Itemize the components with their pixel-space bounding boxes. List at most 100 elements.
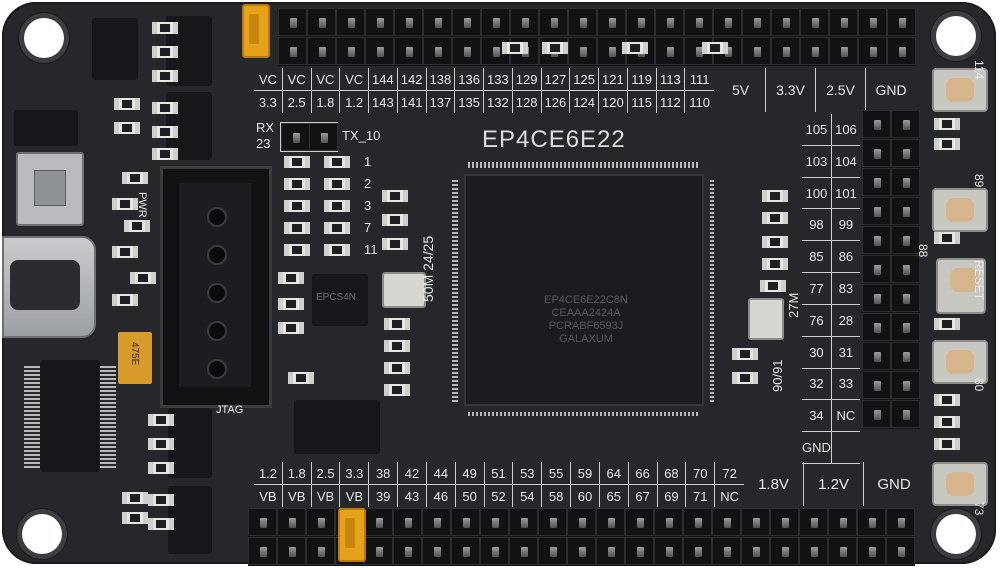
header-pin[interactable]: [858, 8, 887, 36]
header-pin[interactable]: [862, 255, 891, 283]
header-pin[interactable]: [568, 8, 597, 36]
header-pin[interactable]: [248, 508, 277, 536]
header-pin[interactable]: [741, 537, 770, 565]
header-pin[interactable]: [654, 537, 683, 565]
header-pin[interactable]: [858, 37, 887, 65]
header-pin[interactable]: [891, 197, 920, 225]
header-pin[interactable]: [423, 8, 452, 36]
header-pin[interactable]: [891, 226, 920, 254]
header-pin[interactable]: [393, 508, 422, 536]
header-pin[interactable]: [248, 537, 277, 565]
header-pin[interactable]: [422, 508, 451, 536]
header-pin[interactable]: [509, 537, 538, 565]
header-pin[interactable]: [862, 168, 891, 196]
header-pin[interactable]: [451, 508, 480, 536]
header-pin[interactable]: [654, 508, 683, 536]
header-pin[interactable]: [862, 284, 891, 312]
header-pin[interactable]: [683, 508, 712, 536]
header-pin[interactable]: [891, 342, 920, 370]
header-pin[interactable]: [857, 508, 886, 536]
header-pin[interactable]: [277, 537, 306, 565]
header-pin[interactable]: [828, 508, 857, 536]
header-pin[interactable]: [891, 168, 920, 196]
header-pin[interactable]: [596, 508, 625, 536]
header-pin[interactable]: [891, 400, 920, 428]
top-jumper[interactable]: [242, 4, 270, 58]
header-pin[interactable]: [891, 284, 920, 312]
header-pin[interactable]: [862, 313, 891, 341]
header-pin[interactable]: [539, 8, 568, 36]
header-pin[interactable]: [567, 537, 596, 565]
header-pin[interactable]: [684, 37, 713, 65]
header-pin[interactable]: [597, 8, 626, 36]
header-pin[interactable]: [364, 537, 393, 565]
header-pin[interactable]: [364, 508, 393, 536]
header-pin[interactable]: [567, 508, 596, 536]
jtag-connector[interactable]: [160, 166, 272, 408]
header-pin[interactable]: [655, 37, 684, 65]
header-pin[interactable]: [509, 508, 538, 536]
header-pin[interactable]: [307, 8, 336, 36]
header-pin[interactable]: [625, 537, 654, 565]
header-pin[interactable]: [799, 508, 828, 536]
header-pin[interactable]: [862, 371, 891, 399]
header-pin[interactable]: [423, 37, 452, 65]
header-pin[interactable]: [887, 8, 916, 36]
header-pin[interactable]: [891, 313, 920, 341]
header-pin[interactable]: [480, 537, 509, 565]
header-pin[interactable]: [452, 37, 481, 65]
header-pin[interactable]: [891, 139, 920, 167]
header-pin[interactable]: [742, 8, 771, 36]
header-pin[interactable]: [394, 8, 423, 36]
header-pin[interactable]: [799, 537, 828, 565]
header-pin[interactable]: [568, 37, 597, 65]
header-pin[interactable]: [891, 371, 920, 399]
button-73[interactable]: [932, 462, 988, 506]
header-pin[interactable]: [336, 8, 365, 36]
reset-button[interactable]: [936, 258, 986, 314]
header-pin[interactable]: [857, 537, 886, 565]
header-pin[interactable]: [770, 537, 799, 565]
header-pin[interactable]: [862, 226, 891, 254]
header-pin[interactable]: [862, 197, 891, 225]
button-80[interactable]: [932, 340, 988, 384]
header-pin[interactable]: [771, 37, 800, 65]
header-pin[interactable]: [596, 537, 625, 565]
header-pin[interactable]: [394, 37, 423, 65]
header-pin[interactable]: [307, 37, 336, 65]
header-pin[interactable]: [336, 37, 365, 65]
header-pin[interactable]: [422, 537, 451, 565]
header-pin[interactable]: [538, 537, 567, 565]
header-pin[interactable]: [862, 139, 891, 167]
header-pin[interactable]: [771, 8, 800, 36]
button-114[interactable]: [932, 68, 988, 112]
header-pin[interactable]: [886, 508, 915, 536]
header-pin[interactable]: [886, 537, 915, 565]
header-pin[interactable]: [891, 255, 920, 283]
header-pin[interactable]: [800, 8, 829, 36]
header-pin[interactable]: [713, 8, 742, 36]
header-pin[interactable]: [625, 508, 654, 536]
header-pin[interactable]: [712, 537, 741, 565]
header-pin[interactable]: [626, 8, 655, 36]
header-pin[interactable]: [365, 8, 394, 36]
header-pin[interactable]: [770, 508, 799, 536]
header-pin[interactable]: [862, 110, 891, 138]
header-pin[interactable]: [829, 37, 858, 65]
header-pin[interactable]: [278, 8, 307, 36]
header-pin[interactable]: [278, 37, 307, 65]
header-pin[interactable]: [393, 537, 422, 565]
header-pin[interactable]: [683, 537, 712, 565]
header-pin[interactable]: [742, 37, 771, 65]
header-pin[interactable]: [862, 342, 891, 370]
header-pin[interactable]: [828, 537, 857, 565]
bottom-jumper[interactable]: [338, 508, 366, 562]
header-pin[interactable]: [800, 37, 829, 65]
header-pin[interactable]: [684, 8, 713, 36]
header-pin[interactable]: [887, 37, 916, 65]
header-pin[interactable]: [891, 110, 920, 138]
header-pin[interactable]: [712, 508, 741, 536]
header-pin[interactable]: [741, 508, 770, 536]
header-pin[interactable]: [480, 508, 509, 536]
header-pin[interactable]: [655, 8, 684, 36]
